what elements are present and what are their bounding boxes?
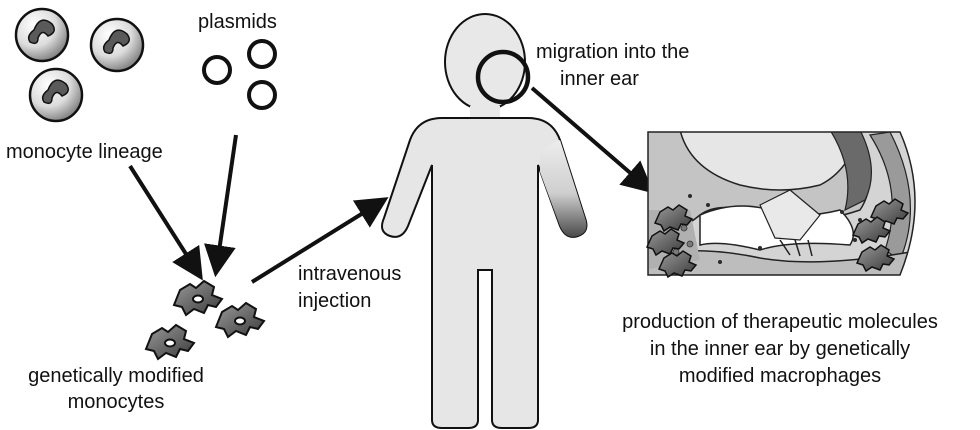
arrow-plasmids-to-modified (204, 134, 238, 278)
modified-monocytes-label-line2: monocytes (67, 391, 165, 413)
macrophage-cell (645, 228, 686, 257)
macrophage-cell (653, 204, 694, 233)
inner-ear-macrophages (645, 198, 910, 279)
production-label-line3: modified macrophages (678, 365, 882, 387)
monocyte-cell (89, 17, 145, 73)
monocyte-lineage-cells (14, 7, 145, 123)
macrophage-cell (657, 250, 698, 279)
modified-monocyte-cell (172, 279, 224, 317)
modified-monocyte-cell (214, 301, 266, 339)
monocyte-lineage-label: monocyte lineage (6, 141, 163, 163)
human-figure (381, 13, 588, 429)
injection-label-line2: injection (298, 290, 372, 312)
arrow-lineage-to-modified (128, 164, 203, 281)
migration-label-line1: migration into the (536, 41, 690, 63)
macrophage-cell (851, 216, 892, 245)
right-arm-shading (540, 140, 587, 237)
plasmid-ring (247, 39, 277, 69)
production-label-line2: in the inner ear by genetically (649, 338, 911, 360)
modified-monocytes-label-line1: genetically modified (28, 365, 204, 387)
monocyte-cell (28, 67, 84, 123)
plasmids-label: plasmids (198, 11, 277, 33)
neck (470, 106, 500, 118)
modified-monocyte-cell (144, 323, 196, 361)
production-label-line1: production of therapeutic molecules (622, 311, 938, 333)
plasmid-ring (247, 80, 277, 110)
flow-arrows (128, 86, 655, 284)
plasmid-ring (202, 55, 232, 85)
macrophage-cell (855, 244, 896, 273)
arrow-injection (250, 197, 389, 284)
ear-highlight-ring (475, 49, 531, 105)
monocyte-cell (14, 7, 70, 63)
migration-label-line2: inner ear (560, 68, 639, 90)
arrow-migration (530, 86, 655, 194)
modified-monocytes (144, 279, 266, 361)
inner-ear-illustration (645, 131, 916, 279)
injection-label-line1: intravenous (298, 263, 402, 285)
plasmid-rings (202, 39, 277, 110)
